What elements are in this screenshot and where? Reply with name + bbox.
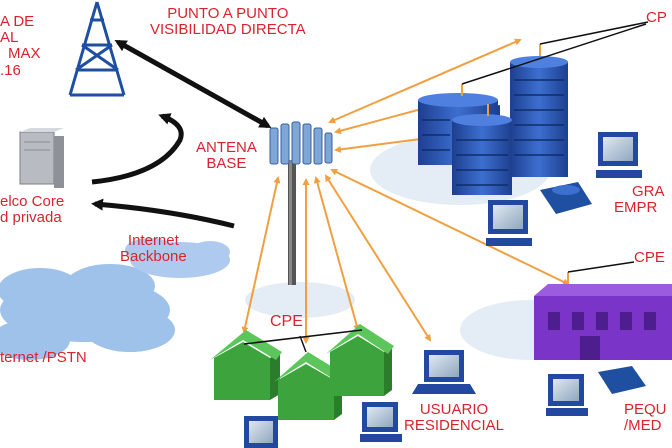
phone-icon [540, 182, 592, 214]
computer-icon [546, 374, 588, 416]
house-icon [210, 330, 282, 400]
computer-icon [244, 416, 278, 448]
wimax-title: A DE AL MAX .16 [0, 13, 41, 79]
residential-user-label: USUARIO RESIDENCIAL [404, 401, 505, 435]
cpe-label-residential: CPE [270, 313, 303, 330]
internet-backbone-cloud [125, 238, 230, 278]
point-to-point-label: PUNTO A PUNTO VISIBILIDAD DIRECTA [150, 5, 306, 39]
internet-pstn-label: ternet /PSTN [0, 349, 87, 366]
small-office-building [534, 272, 672, 360]
phone-icon [598, 366, 646, 394]
computer-icon [486, 200, 532, 246]
cpe-label-small-office: CPE [634, 249, 665, 266]
laptop-icon [412, 350, 476, 394]
telco-core-label: elco Core d privada [0, 193, 65, 227]
house-icon [326, 324, 394, 396]
wimax-tower-icon [68, 1, 126, 97]
server-icon [19, 128, 64, 188]
internet-pstn-cloud [0, 264, 175, 360]
base-antenna-label: ANTENA BASE [196, 139, 257, 173]
small-medium-label: PEQU /MED [624, 401, 667, 435]
computer-icon [360, 402, 402, 442]
residential-cpe-lines [243, 329, 363, 353]
computer-icon [596, 132, 642, 178]
wireless-links [241, 38, 570, 344]
enterprise-buildings [418, 44, 568, 195]
large-enterprise-label: GRA EMPR [614, 183, 665, 217]
base-antenna-icon [269, 121, 333, 285]
cpe-pointer-lines [461, 21, 649, 273]
internet-backbone-label: Internet Backbone [120, 232, 187, 266]
cpe-label-enterprise: CP [646, 9, 667, 26]
black-arrows [91, 39, 272, 229]
